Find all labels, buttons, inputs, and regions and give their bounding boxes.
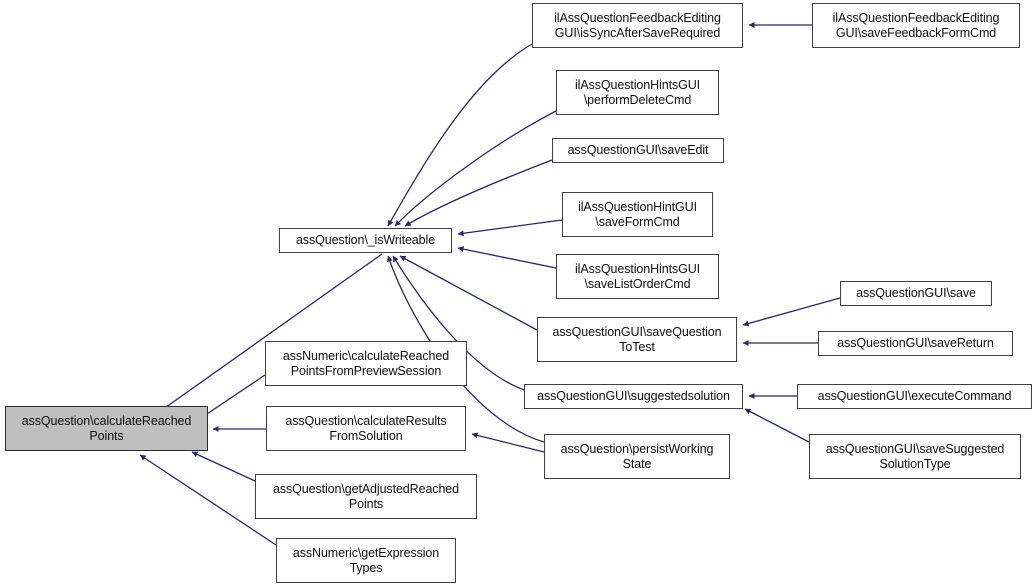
edge-save-to-savequestiontotest <box>742 297 841 327</box>
graph-node-label: assQuestion\calculateResults FromSolutio… <box>285 413 447 443</box>
graph-node-label: assQuestionGUI\saveSuggested SolutionTyp… <box>825 441 1005 471</box>
graph-node-label: assQuestionGUI\executeCommand <box>817 389 1012 403</box>
graph-node-performdeletecmd[interactable]: ilAssQuestionHintsGUI \performDeleteCmd <box>556 70 719 115</box>
graph-node-savequestiontotest[interactable]: assQuestionGUI\saveQuestion ToTest <box>537 317 737 362</box>
graph-node-label: assQuestion\getAdjustedReached Points <box>272 481 459 511</box>
graph-node-savelistordercmd[interactable]: ilAssQuestionHintsGUI \saveListOrderCmd <box>556 254 719 299</box>
edge-savesuggestedsolutiontype-to-suggestedsolution <box>744 408 810 443</box>
graph-node-savefeedbackformcmd[interactable]: ilAssQuestionFeedbackEditing GUI\saveFee… <box>812 3 1020 48</box>
graph-node-suggestedsolution[interactable]: assQuestionGUI\suggestedsolution <box>524 384 743 409</box>
graph-node-label: assQuestionGUI\saveEdit <box>567 143 709 157</box>
graph-node-savesuggestedsolutiontype[interactable]: assQuestionGUI\saveSuggested SolutionTyp… <box>809 434 1021 479</box>
graph-node-label: assQuestionGUI\suggestedsolution <box>537 389 730 403</box>
graph-node-label: assQuestionGUI\saveQuestion ToTest <box>552 324 722 354</box>
graph-node-calculateresultsfromsolution[interactable]: assQuestion\calculateResults FromSolutio… <box>266 406 466 451</box>
graph-node-savereturn[interactable]: assQuestionGUI\saveReturn <box>818 331 1013 356</box>
graph-node-label: ilAssQuestionFeedbackEditing GUI\saveFee… <box>832 10 1000 40</box>
edge-persistworking-to-calculateresults <box>471 432 545 453</box>
edge-savequestiontotest-to-iswriteable <box>399 255 538 331</box>
graph-node-label: assQuestionGUI\save <box>856 286 976 300</box>
graph-node-save[interactable]: assQuestionGUI\save <box>840 281 992 306</box>
graph-node-label: ilAssQuestionHintGUI \saveFormCmd <box>578 199 697 229</box>
edge-savelistorder-to-iswriteable <box>457 246 557 269</box>
graph-node-label: assQuestion\_isWriteable <box>295 233 436 247</box>
graph-node-label: ilAssQuestionHintsGUI \performDeleteCmd <box>574 77 701 107</box>
edge-issyncaftersave-to-iswriteable <box>387 43 533 227</box>
graph-node-iswriteable[interactable]: assQuestion\_isWriteable <box>279 228 452 253</box>
graph-node-saveformcmd[interactable]: ilAssQuestionHintGUI \saveFormCmd <box>562 192 713 237</box>
graph-node-getadjustedreachedpoints[interactable]: assQuestion\getAdjustedReached Points <box>255 474 477 519</box>
graph-node-label: assNumeric\getExpression Types <box>292 545 440 575</box>
graph-node-label: ilAssQuestionHintsGUI \saveListOrderCmd <box>574 261 701 291</box>
edge-performdelete-to-iswriteable <box>394 110 557 227</box>
edge-saveedit-to-iswriteable <box>404 159 553 227</box>
graph-node-calculatereachedpointsfrompreviewsession[interactable]: assNumeric\calculateReached PointsFromPr… <box>265 341 467 386</box>
graph-node-label: assNumeric\calculateReached PointsFromPr… <box>282 348 450 378</box>
graph-node-issyncaftersaverequired[interactable]: ilAssQuestionFeedbackEditing GUI\isSyncA… <box>532 3 743 48</box>
graph-node-label: ilAssQuestionFeedbackEditing GUI\isSyncA… <box>554 10 721 40</box>
graph-node-persistworkingstate[interactable]: assQuestion\persistWorking State <box>544 434 730 479</box>
edge-saveformcmd-to-iswriteable <box>457 219 563 237</box>
edge-getadjusted-to-calculatereachedpoints <box>191 451 256 482</box>
graph-node-label: assQuestion\calculateReached Points <box>21 413 192 443</box>
graph-node-saveedit[interactable]: assQuestionGUI\saveEdit <box>552 138 724 163</box>
edge-iswriteable-to-calculatereachedpoints <box>144 253 383 423</box>
graph-node-getexpressiontypes[interactable]: assNumeric\getExpression Types <box>276 538 456 583</box>
graph-node-label: assQuestion\persistWorking State <box>560 441 714 471</box>
graph-node-calculatereachedpoints[interactable]: assQuestion\calculateReached Points <box>5 406 208 451</box>
graph-node-executecommand[interactable]: assQuestionGUI\executeCommand <box>797 384 1032 409</box>
graph-node-label: assQuestionGUI\saveReturn <box>837 336 994 350</box>
